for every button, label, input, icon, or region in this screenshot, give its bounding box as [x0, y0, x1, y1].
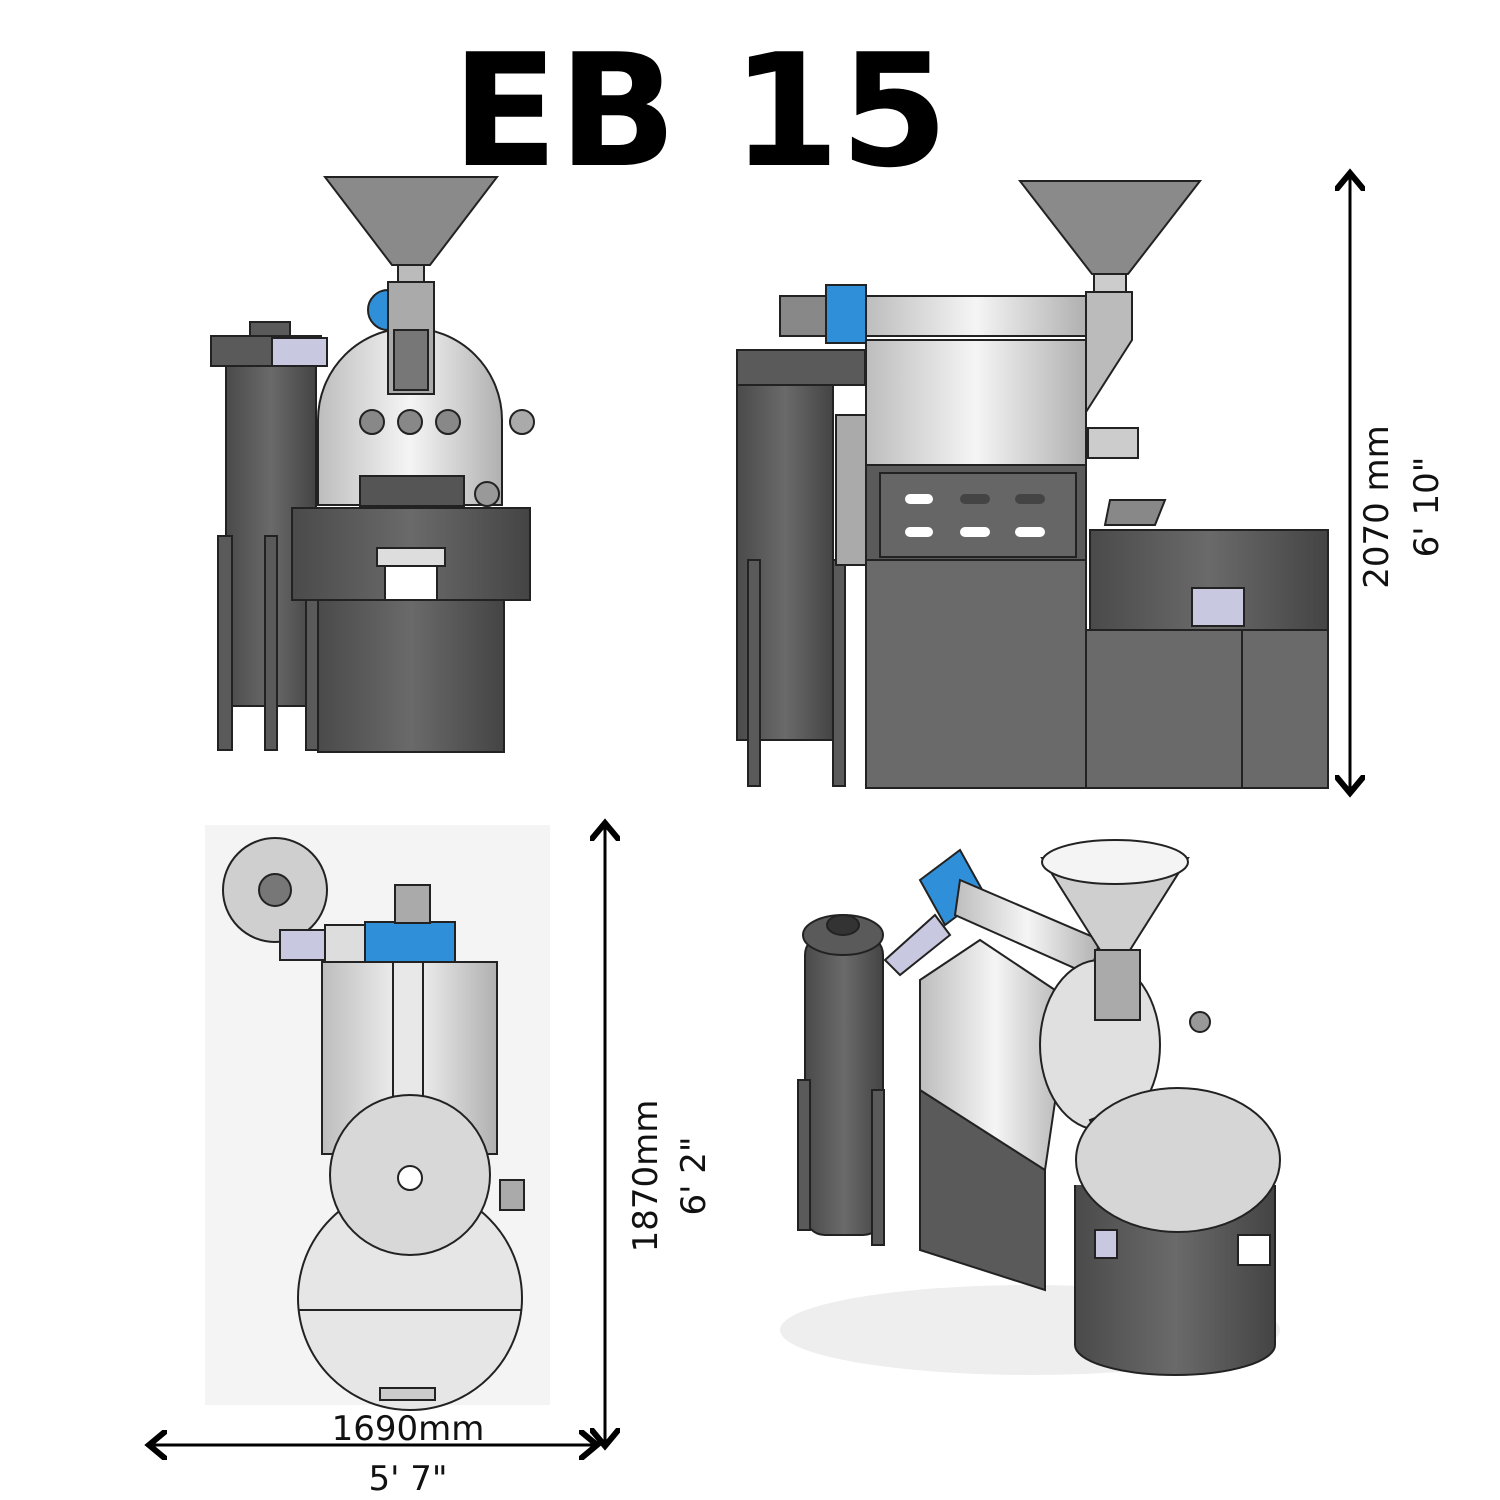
base — [1085, 629, 1329, 789]
chimney-cap — [736, 349, 866, 386]
isometric-view — [780, 839, 1281, 1376]
width-imperial: 5' 7" — [368, 1459, 447, 1499]
blower-motor — [364, 921, 456, 968]
hopper — [1017, 180, 1203, 275]
base — [1074, 1185, 1276, 1376]
body — [865, 559, 1087, 789]
model-title: EB 15 — [452, 20, 949, 202]
width-metric: 1690mm — [332, 1409, 485, 1449]
front-view — [210, 176, 535, 753]
height-metric: 2070 mm — [1357, 425, 1397, 589]
base-cylinder — [317, 599, 505, 753]
height-imperial: 6' 10" — [1407, 457, 1447, 558]
cooling-tray — [1075, 1087, 1281, 1233]
side-view — [736, 180, 1329, 789]
hopper — [322, 176, 500, 266]
drum-side — [865, 339, 1087, 466]
top-view — [205, 825, 550, 1411]
depth-imperial: 6' 2" — [674, 1136, 714, 1215]
depth-metric: 1870mm — [626, 1100, 666, 1253]
blower-motor — [825, 284, 867, 344]
